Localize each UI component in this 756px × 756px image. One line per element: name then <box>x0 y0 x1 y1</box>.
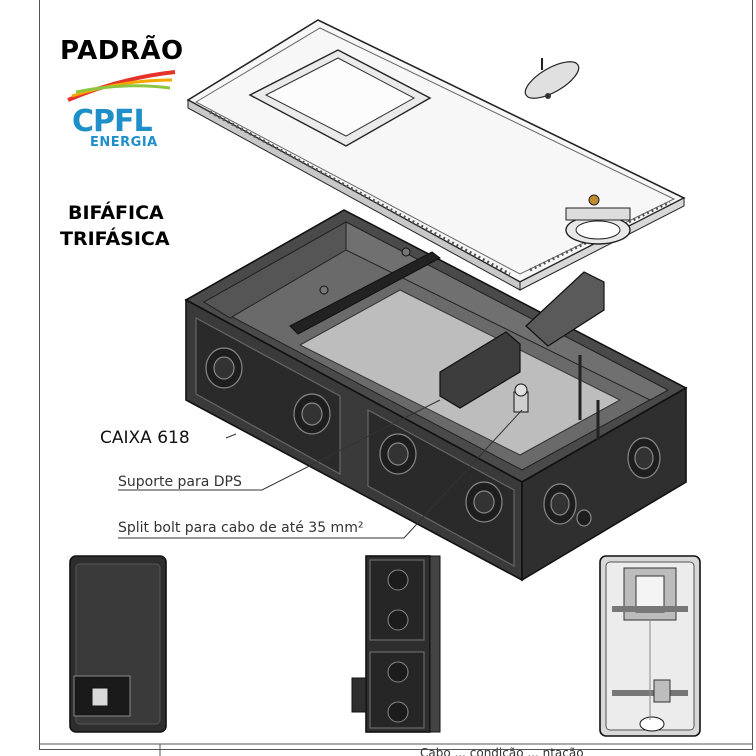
box-body <box>184 209 688 582</box>
sheet-frame <box>39 0 753 750</box>
logo-name: CPFL <box>72 104 153 139</box>
knockouts <box>205 347 661 527</box>
logo-swoosh <box>67 70 176 102</box>
title-block <box>39 743 753 756</box>
front-view-open <box>599 555 701 737</box>
logo-subtitle: ENERGIA <box>90 135 158 150</box>
model-label: CAIXA 618 <box>100 428 190 448</box>
split-bolt <box>513 383 529 413</box>
footer-text: Cabo ... condição ... ntação <box>420 746 584 756</box>
lid <box>186 19 686 291</box>
callout-lines <box>118 399 523 539</box>
side-view <box>351 555 441 733</box>
heading: PADRÃO <box>60 36 184 66</box>
type-line-1: BIFÁFICA <box>68 202 164 224</box>
type-line-2: TRIFÁSICA <box>60 228 170 250</box>
callout-dps: Suporte para DPS <box>118 474 242 490</box>
front-view-closed <box>69 555 167 733</box>
cable-gland <box>565 194 631 245</box>
din-rail <box>289 247 441 335</box>
meter-window <box>248 49 432 147</box>
seal-tab <box>524 58 580 99</box>
dps-support <box>439 271 605 409</box>
callout-split-bolt: Split bolt para cabo de até 35 mm² <box>118 520 364 536</box>
